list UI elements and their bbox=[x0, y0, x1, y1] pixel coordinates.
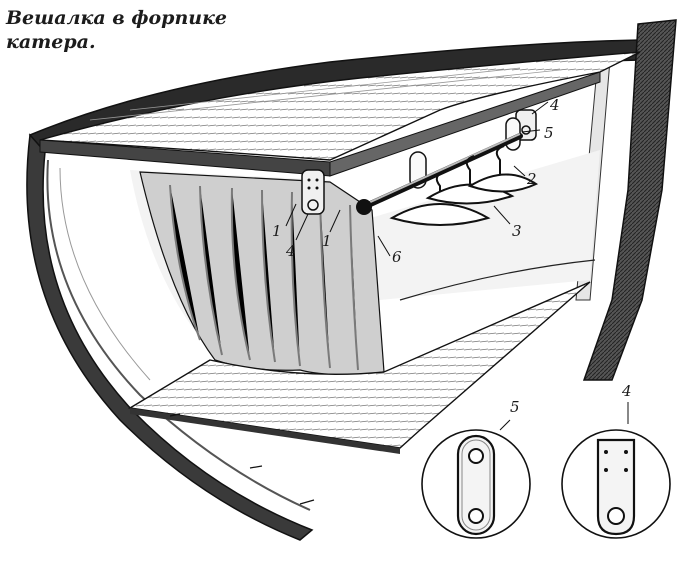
caption-line-1: Вешалка в форпике bbox=[6, 7, 228, 29]
callout-5: 5 bbox=[544, 124, 554, 142]
callout-4b: 4 bbox=[549, 96, 560, 114]
shelf-deck bbox=[39, 51, 641, 177]
callout-6: 6 bbox=[392, 248, 402, 266]
callout-leaders bbox=[285, 101, 549, 257]
callout-1: 1 bbox=[272, 222, 282, 240]
callout-1b: 1 bbox=[322, 232, 332, 250]
figure-caption: Вешалка в форпике катера. bbox=[6, 6, 266, 54]
hanger-rod bbox=[356, 133, 523, 215]
floor-board bbox=[127, 281, 591, 454]
callout-2: 2 bbox=[526, 170, 537, 188]
callout-numbers: 1 1 4 2 3 4 5 6 bbox=[272, 96, 560, 266]
callout-3: 3 bbox=[512, 222, 522, 240]
detail-bracket: 4 bbox=[561, 382, 671, 539]
detail-label-5: 5 bbox=[510, 398, 520, 416]
sketch-marks bbox=[169, 413, 315, 505]
curtain bbox=[139, 171, 385, 376]
detail-label-4: 4 bbox=[621, 382, 632, 400]
brackets bbox=[301, 109, 537, 215]
callout-4: 4 bbox=[285, 242, 296, 260]
coat-hangers bbox=[389, 145, 539, 226]
detail-link-plate: 5 bbox=[421, 398, 531, 539]
caption-line-2: катера. bbox=[6, 31, 96, 53]
